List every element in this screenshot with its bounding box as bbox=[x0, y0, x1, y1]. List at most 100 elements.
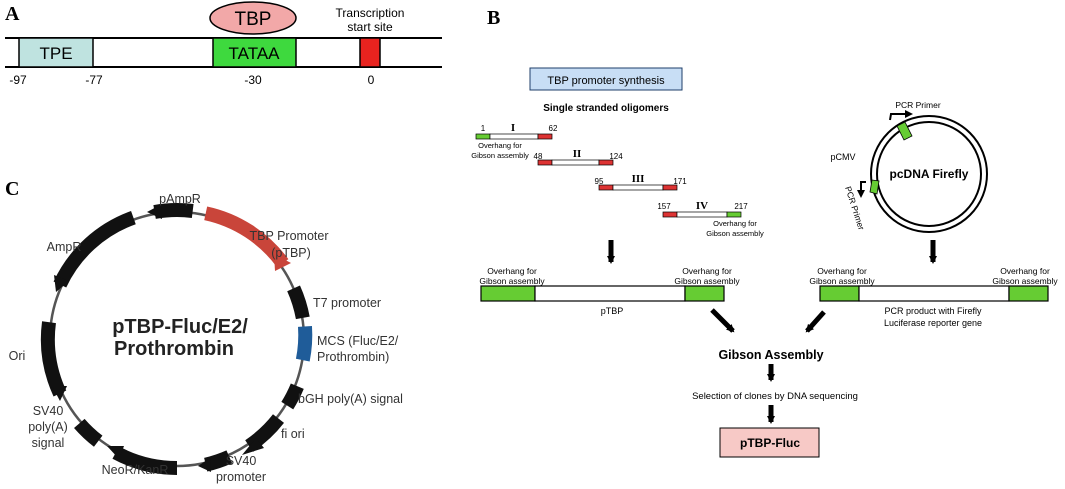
feature-bgh bbox=[281, 383, 304, 410]
feature-mcs bbox=[295, 325, 313, 362]
pcr-primer-top-label: PCR Primer bbox=[895, 100, 941, 110]
ptbp-bar: Overhang for Gibson assembly Overhang fo… bbox=[479, 266, 740, 316]
oligo-2-body bbox=[551, 159, 600, 166]
oligo-3-body bbox=[612, 184, 664, 191]
tss-label-line2: start site bbox=[347, 20, 393, 34]
ptbp-right-overhang-line2: Gibson assembly bbox=[674, 276, 740, 286]
oligo-2: II 48 124 bbox=[534, 148, 623, 166]
oligo-2-red-right bbox=[598, 159, 614, 166]
panel-a: A TPE TATAA TBP Transcription start site… bbox=[5, 1, 442, 87]
ptbp-body bbox=[534, 285, 686, 302]
pcr-product-bar: Overhang for Gibson assembly Overhang fo… bbox=[809, 266, 1058, 328]
label-sv40-polya-line2: poly(A) bbox=[28, 420, 68, 434]
ptbp-green-right bbox=[684, 285, 725, 302]
plasmid-center-line2: Prothrombin bbox=[114, 338, 234, 360]
ptbp-label: pTBP bbox=[601, 306, 624, 316]
plasmid-name: pcDNA Firefly bbox=[890, 167, 969, 181]
position-m77: -77 bbox=[85, 73, 103, 87]
feature-neor-head bbox=[107, 446, 124, 459]
oligo-1: I 1 62 Overhang for Gibson assembly bbox=[471, 122, 558, 160]
oligo-1-body bbox=[489, 133, 539, 140]
pcr-primer-top-arrow bbox=[889, 110, 913, 121]
oligo-2-start: 48 bbox=[534, 152, 543, 161]
oligo-3: III 95 171 bbox=[595, 173, 687, 191]
label-sv40-polya-line1: SV40 bbox=[33, 404, 64, 418]
arrow-ptbp-to-gibson bbox=[710, 308, 735, 333]
final-product-box bbox=[719, 427, 820, 458]
pcr-right-overhang-line1: Overhang for bbox=[1000, 266, 1050, 276]
plasmid-outer-ring bbox=[870, 115, 988, 233]
oligo-3-red-right bbox=[662, 184, 678, 191]
pcmv-label: pCMV bbox=[830, 152, 855, 162]
pcr-left-overhang-line1: Overhang for bbox=[817, 266, 867, 276]
oligo-2-end: 124 bbox=[609, 152, 623, 161]
feature-tbp-promoter-head bbox=[274, 254, 291, 271]
label-tbp-promoter-line1: TBP Promoter bbox=[250, 229, 329, 243]
feature-sv40-polya bbox=[74, 418, 103, 447]
tss-box bbox=[359, 37, 381, 68]
tataa-box bbox=[212, 37, 297, 68]
feature-t7 bbox=[287, 285, 310, 320]
label-ori: Ori bbox=[9, 349, 26, 363]
feature-ampr bbox=[53, 211, 136, 288]
label-sv40-promoter-line2: promoter bbox=[216, 470, 266, 484]
position-m97: -97 bbox=[9, 73, 27, 87]
oligo-1-roman: I bbox=[511, 122, 515, 134]
synthesis-box bbox=[529, 67, 683, 91]
tbp-ellipse bbox=[209, 1, 297, 35]
oligo-4-overhang-line2: Gibson assembly bbox=[706, 229, 764, 238]
feature-f1-head bbox=[242, 438, 264, 455]
label-mcs-line1: MCS (Fluc/E2/ bbox=[317, 334, 399, 348]
feature-pampr-head bbox=[147, 204, 162, 219]
position-m30: -30 bbox=[244, 73, 262, 87]
tbp-label: TBP bbox=[235, 9, 272, 30]
label-bgh: bGH poly(A) signal bbox=[298, 392, 403, 406]
pcr-body bbox=[858, 285, 1010, 302]
oligomers-title: Single stranded oligomers bbox=[543, 103, 669, 114]
panel-c-letter: C bbox=[5, 178, 19, 200]
oligo-1-end: 62 bbox=[549, 124, 558, 133]
oligo-3-start: 95 bbox=[595, 177, 604, 186]
gibson-assembly-label: Gibson Assembly bbox=[718, 348, 823, 362]
label-pampr: pAmpR bbox=[159, 192, 201, 206]
oligo-4-green-end bbox=[726, 211, 742, 218]
pcr-primer-left-arrow bbox=[857, 181, 866, 198]
oligo-1-green-end bbox=[475, 133, 491, 140]
feature-ori bbox=[40, 321, 67, 397]
pcr-product-line2: Luciferase reporter gene bbox=[884, 318, 982, 328]
plasmid-inner-ring bbox=[876, 121, 982, 227]
label-sv40-promoter-line1: SV40 bbox=[226, 454, 257, 468]
plasmid-features bbox=[40, 203, 313, 476]
primer-site-top bbox=[896, 121, 913, 141]
tataa-label: TATAA bbox=[229, 44, 281, 63]
oligo-4-body bbox=[676, 211, 728, 218]
pcr-left-overhang-line2: Gibson assembly bbox=[809, 276, 875, 286]
arrow-pcr-to-gibson bbox=[805, 310, 826, 333]
pcr-right-overhang-line2: Gibson assembly bbox=[992, 276, 1058, 286]
oligo-4-roman: IV bbox=[696, 200, 708, 212]
pcr-product-line1: PCR product with Firefly bbox=[884, 306, 982, 316]
oligo-4-overhang-line1: Overhang for bbox=[713, 219, 757, 228]
panel-c: C pTBP-Fluc/E2/ Prothrombin pAmpR AmpR bbox=[5, 178, 403, 484]
oligo-1-overhang-line1: Overhang for bbox=[478, 141, 522, 150]
label-sv40-polya-line3: signal bbox=[32, 436, 65, 450]
tpe-label: TPE bbox=[39, 44, 72, 63]
oligo-3-roman: III bbox=[632, 173, 645, 185]
feature-sv40-promoter-head bbox=[198, 458, 211, 472]
panel-a-letter: A bbox=[5, 3, 20, 25]
oligo-2-roman: II bbox=[573, 148, 582, 160]
pcdna-firefly-plasmid: pcDNA Firefly pCMV PCR Primer PCR Primer bbox=[830, 100, 988, 233]
pcr-green-right bbox=[1008, 285, 1049, 302]
position-0: 0 bbox=[368, 73, 375, 87]
ptbp-left-overhang-line1: Overhang for bbox=[487, 266, 537, 276]
primer-site-left bbox=[869, 179, 880, 195]
panel-b: B TBP promoter synthesis Single stranded… bbox=[471, 7, 1058, 458]
tpe-box bbox=[18, 37, 94, 68]
final-product-label: pTBP-Fluc bbox=[740, 436, 800, 450]
oligo-1-start: 1 bbox=[481, 124, 486, 133]
ptbp-green-left bbox=[480, 285, 536, 302]
synthesis-title: TBP promoter synthesis bbox=[547, 75, 665, 87]
plasmid-center-line1: pTBP-Fluc/E2/ bbox=[112, 316, 248, 338]
pcr-primer-left-label: PCR Primer bbox=[843, 185, 867, 231]
